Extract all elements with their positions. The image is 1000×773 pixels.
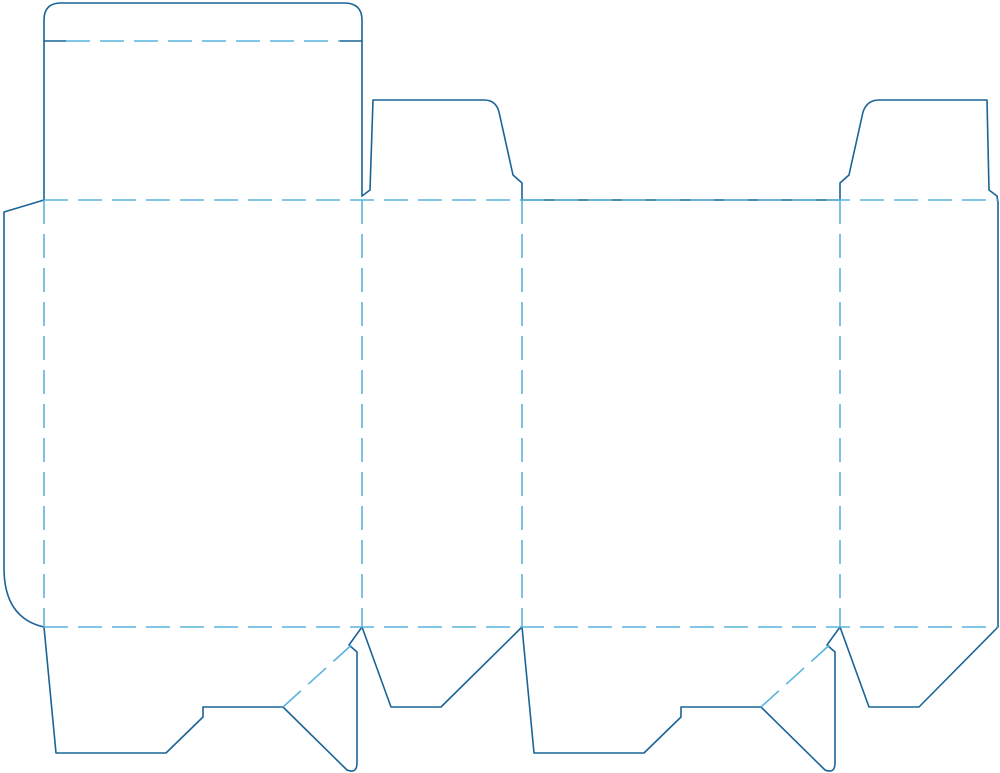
top-tuck-flap-cut (43, 2, 363, 201)
fold-lines (43, 40, 998, 708)
bottom-flap-4-cut (839, 626, 999, 708)
glue-flap-cut (3, 199, 45, 628)
bottom-flap-3-cut (521, 626, 841, 772)
bottom-flap-1-cut (43, 626, 363, 772)
right-edge-cut (996, 195, 999, 628)
bottom-flap-3-diagonal-fold (760, 639, 836, 708)
top-dust-flap-2-cut (839, 99, 998, 201)
bottom-flap-1-diagonal-fold (282, 639, 358, 708)
cut-lines (3, 2, 999, 772)
top-dust-flap-1-cut (361, 99, 523, 201)
bottom-flap-2-cut (361, 626, 523, 708)
